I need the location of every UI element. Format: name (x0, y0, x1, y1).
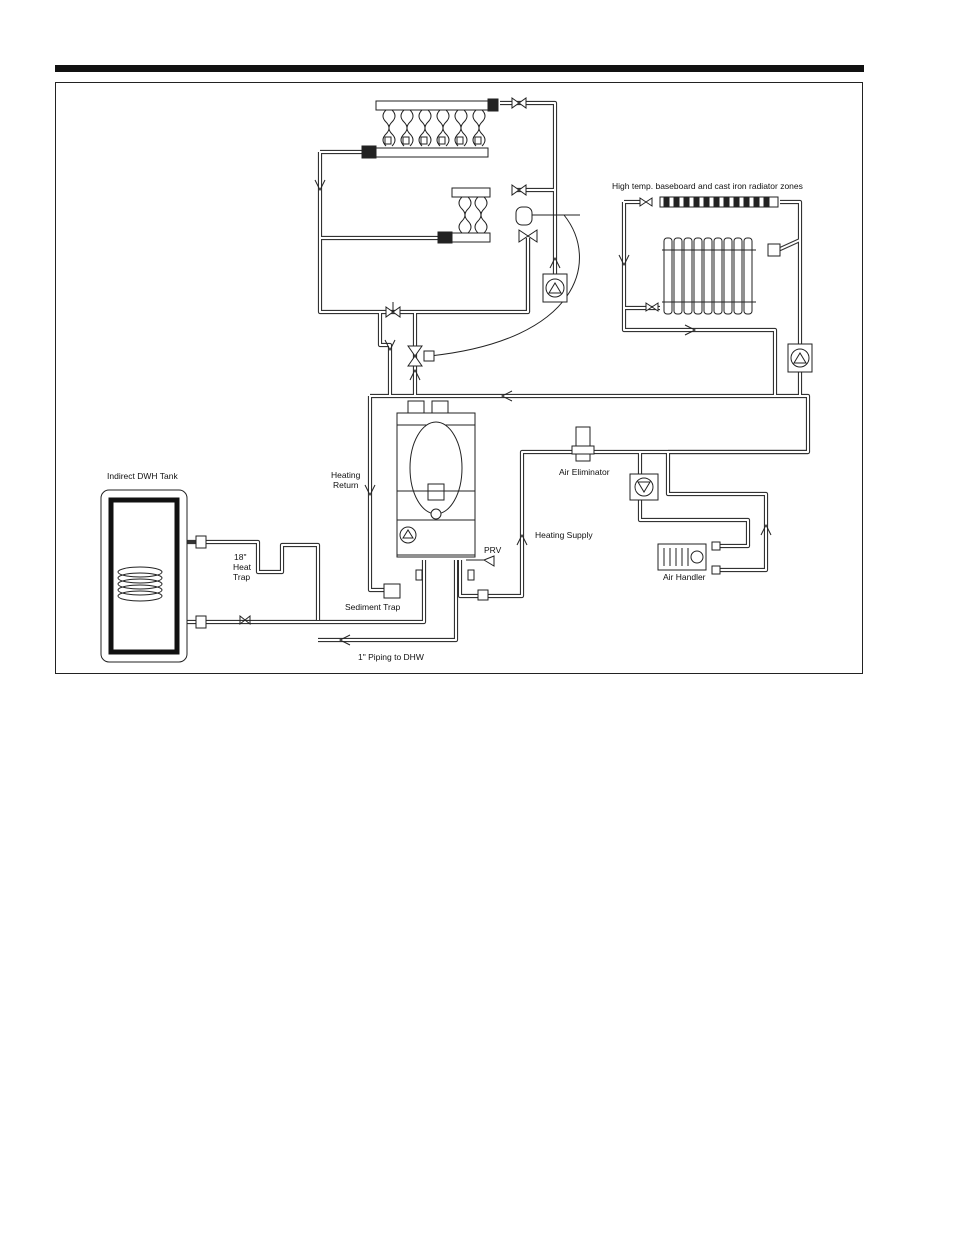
label-heating-return-1: Heating (331, 470, 361, 480)
secondary-manifold (438, 188, 490, 243)
label-sediment-trap: Sediment Trap (345, 602, 401, 612)
label-heating-return-2: Return (333, 480, 359, 490)
label-heat-trap-3: Trap (233, 572, 250, 582)
baseboard-radiator (640, 197, 778, 207)
circulator-pump-radiant (543, 274, 567, 302)
air-handler (658, 542, 720, 574)
circulator-pump-radiator (788, 344, 812, 372)
label-heat-trap-1: 18" (234, 552, 246, 562)
air-eliminator (572, 427, 594, 461)
diverting-valve (408, 346, 434, 366)
label-radiator-zones: High temp. baseboard and cast iron radia… (612, 181, 803, 191)
label-piping-dhw: 1" Piping to DHW (358, 652, 424, 662)
label-prv: PRV (484, 545, 502, 555)
zone-valves-top (386, 98, 526, 317)
label-air-eliminator: Air Eliminator (559, 467, 610, 477)
boiler (397, 401, 475, 557)
cast-iron-radiator (646, 238, 780, 314)
circulator-pump-airhandler (630, 474, 658, 500)
label-air-handler: Air Handler (663, 572, 706, 582)
label-dwh-tank: Indirect DWH Tank (107, 471, 178, 481)
label-heat-trap-2: Heat (233, 562, 252, 572)
indirect-dwh-tank (101, 490, 250, 662)
label-heating-supply: Heating Supply (535, 530, 593, 540)
radiant-floor-manifold (362, 99, 498, 158)
